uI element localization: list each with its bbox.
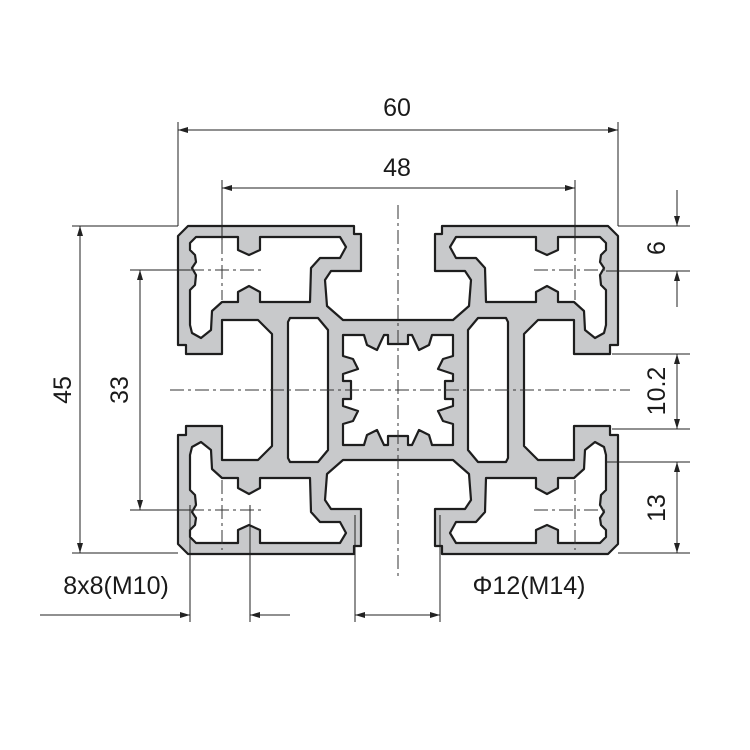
dim-slot-opening: 10.2 [643,367,671,416]
dim-corner-hole: 8x8(M10) [63,572,169,600]
dim-slot-spacing-width: 48 [383,154,411,182]
dimension-lines [40,127,680,618]
dim-center-bore: Φ12(M14) [472,572,585,600]
dim-bottom-offset: 13 [643,494,671,522]
extension-lines [72,122,690,622]
dim-overall-height: 45 [49,376,77,404]
dim-overall-width: 60 [383,94,411,122]
center-lines [170,205,630,580]
dim-top-offset: 6 [643,241,671,255]
dim-slot-spacing-height: 33 [106,376,134,404]
